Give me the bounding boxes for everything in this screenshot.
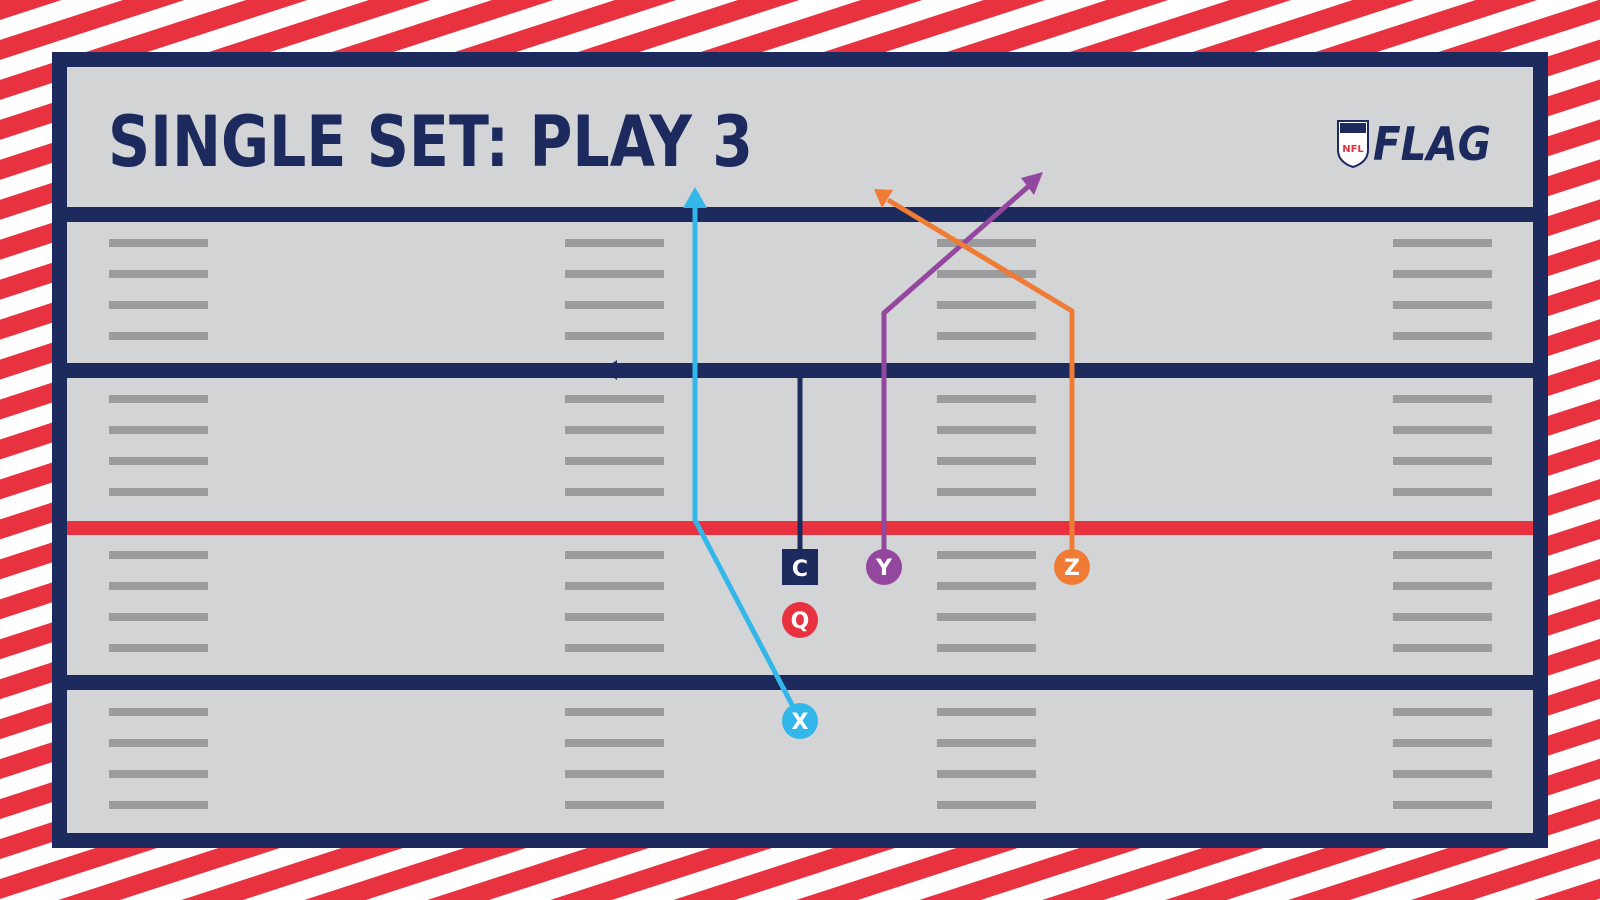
route-x-arrowhead [683, 187, 707, 208]
player-x: X [782, 703, 818, 739]
routes [603, 172, 1075, 722]
player-y: Y [866, 549, 902, 585]
hash-mark [565, 332, 664, 340]
hash-mark [109, 582, 208, 590]
hash-mark [1393, 739, 1492, 747]
hash-mark [937, 270, 1036, 278]
route-z [886, 197, 1075, 568]
hash-mark [937, 801, 1036, 809]
hash-mark [565, 739, 664, 747]
logo-wordmark: FLAG [1373, 117, 1491, 171]
hash-mark [109, 426, 208, 434]
hash-mark [937, 426, 1036, 434]
yard-line-1 [67, 207, 1533, 222]
route-y [881, 183, 1032, 568]
hash-mark [937, 582, 1036, 590]
hash-mark [1393, 301, 1492, 309]
hash-mark [565, 488, 664, 496]
route-z-arrowhead [874, 189, 893, 208]
hash-mark [1393, 332, 1492, 340]
hash-mark [1393, 801, 1492, 809]
route-c-arrowhead [603, 360, 617, 380]
hash-marks [109, 239, 1492, 809]
hash-mark [937, 739, 1036, 747]
line-of-scrimmage-area-line [67, 363, 1533, 378]
hash-mark [109, 551, 208, 559]
hash-mark [1393, 708, 1492, 716]
hash-mark [1393, 395, 1492, 403]
players: C Q Y Z X [782, 549, 1090, 739]
hash-mark [565, 301, 664, 309]
hash-mark [1393, 270, 1492, 278]
nfl-shield-icon: NFL [1337, 120, 1369, 169]
hash-mark [1393, 644, 1492, 652]
hash-mark [937, 332, 1036, 340]
yard-line-3 [67, 675, 1533, 690]
player-c: C [782, 549, 818, 585]
hash-mark [565, 239, 664, 247]
hash-mark [565, 426, 664, 434]
hash-mark [565, 644, 664, 652]
hash-mark [937, 301, 1036, 309]
hash-mark [109, 770, 208, 778]
hash-mark [109, 613, 208, 621]
hash-mark [109, 395, 208, 403]
hash-mark [1393, 770, 1492, 778]
hash-mark [109, 644, 208, 652]
hash-mark [565, 270, 664, 278]
hash-mark [565, 708, 664, 716]
hash-mark [937, 770, 1036, 778]
hash-mark [937, 239, 1036, 247]
hash-mark [937, 488, 1036, 496]
route-x [692, 200, 803, 722]
hash-mark [109, 239, 208, 247]
hash-mark [109, 708, 208, 716]
hash-mark [937, 395, 1036, 403]
hash-mark [1393, 457, 1492, 465]
player-q: Q [782, 602, 818, 638]
hash-mark [1393, 551, 1492, 559]
hash-mark [109, 801, 208, 809]
hash-mark [1393, 582, 1492, 590]
hash-mark [109, 332, 208, 340]
hash-mark [565, 770, 664, 778]
hash-mark [565, 457, 664, 465]
hash-mark [565, 801, 664, 809]
hash-mark [109, 739, 208, 747]
hash-mark [109, 301, 208, 309]
nfl-flag-logo: NFL FLAG [1337, 117, 1491, 171]
hash-mark [937, 708, 1036, 716]
player-q-label: Q [791, 609, 810, 634]
hash-mark [565, 395, 664, 403]
player-z: Z [1054, 549, 1090, 585]
player-y-label: Y [875, 556, 893, 581]
page-title: SINGLE SET: PLAY 3 [108, 101, 753, 183]
hash-mark [1393, 426, 1492, 434]
hash-mark [937, 644, 1036, 652]
hash-mark [937, 613, 1036, 621]
route-y-arrowhead [1021, 172, 1043, 195]
hash-mark [109, 270, 208, 278]
hash-mark [1393, 613, 1492, 621]
hash-mark [937, 551, 1036, 559]
logo-shield-text: NFL [1342, 144, 1364, 155]
player-c-label: C [792, 557, 808, 582]
hash-mark [109, 457, 208, 465]
hash-mark [565, 551, 664, 559]
player-x-label: X [792, 710, 809, 735]
hash-mark [1393, 239, 1492, 247]
hash-mark [1393, 488, 1492, 496]
hash-mark [109, 488, 208, 496]
hash-mark [565, 582, 664, 590]
player-z-label: Z [1064, 556, 1080, 581]
hash-mark [565, 613, 664, 621]
hash-mark [937, 457, 1036, 465]
